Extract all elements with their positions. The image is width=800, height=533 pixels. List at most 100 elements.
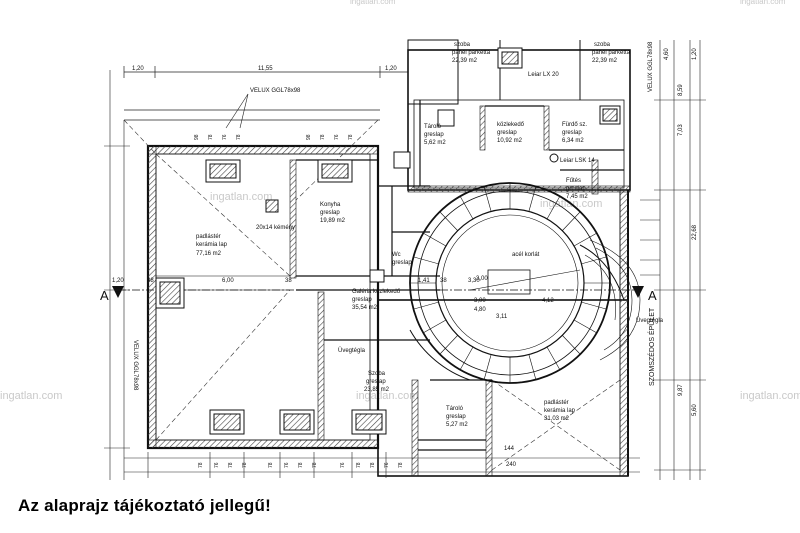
- watermark: ingatlan.com: [356, 390, 418, 402]
- dim-label: 3,30: [468, 278, 480, 284]
- watermark: ingatlan.com: [210, 191, 272, 203]
- glass-brick-label: Üvegtégla: [636, 317, 664, 324]
- glass-brick-label: Üvegtégla: [338, 347, 366, 354]
- dim-label: 6,00: [222, 278, 234, 284]
- room-floor: greslap: [424, 132, 444, 138]
- ladder-label: Leiar LX 20: [528, 72, 559, 78]
- skylight-label-right: VELUX GGL78x98: [648, 41, 654, 92]
- dim-label: 9,87: [678, 384, 684, 396]
- dim-label: 78: [236, 134, 242, 140]
- room-padlas-right: padlástér kerámia lap 31,03 m2: [544, 400, 576, 422]
- dim-label: 76: [340, 462, 346, 468]
- dim-label: 1,20: [132, 66, 144, 72]
- room-floor: greslap: [497, 130, 517, 136]
- room-name: Wc: [392, 252, 401, 258]
- dim-label: 3,11: [496, 314, 508, 320]
- room-floor: greslap: [392, 260, 412, 266]
- dimension-lines-bottom: [124, 452, 640, 478]
- room-konyha: Konyha greslap 19,89 m2: [320, 202, 346, 224]
- railing-label: acél korlát: [512, 252, 540, 258]
- room-name: padlástér: [196, 234, 221, 240]
- skylight-label-left: VELUX GGL78x98: [132, 340, 138, 391]
- neighbor-building-label: SZOMSZÉDOS ÉPÜLET: [647, 307, 656, 386]
- ladder-label: Leiar LSK 14: [560, 158, 595, 164]
- dimension-lines-top: [123, 66, 409, 121]
- dim-label: 76: [384, 462, 390, 468]
- dim-label: 78: [356, 462, 362, 468]
- room-name: Galéria közlekedő: [352, 289, 401, 295]
- watermark: ingatlan.com: [740, 390, 800, 402]
- dimension-lines-right: [640, 40, 706, 480]
- room-floor: kerámia lap: [544, 408, 576, 414]
- watermark: ingatlan.com: [0, 390, 62, 402]
- room-szoba-top-left: szoba panel parketta 22,39 m2: [452, 42, 491, 64]
- watermark: ingatlan.com: [740, 0, 786, 6]
- room-area: 5,27 m2: [446, 422, 468, 428]
- room-szoba-top-right: szoba panel parketta 22,39 m2: [592, 42, 631, 64]
- dim-label: 4,60: [664, 48, 670, 60]
- chimney-label: 20x14 kémény: [256, 225, 295, 231]
- section-arrow-right: [632, 286, 644, 298]
- dim-label: 78: [198, 462, 204, 468]
- room-floor: greslap: [366, 379, 386, 385]
- skylight-label: VELUX GGL78x98: [250, 88, 301, 94]
- dim-label: 38: [147, 278, 154, 284]
- dim-label: 38: [285, 278, 292, 284]
- section-marker-left: A: [100, 288, 109, 303]
- dim-label: 1,20: [385, 66, 397, 72]
- dim-label: 22,68: [692, 224, 698, 240]
- skylights: [155, 47, 621, 435]
- dim-label: 78: [298, 462, 304, 468]
- room-tarolo-low: Tároló greslap 5,27 m2: [446, 406, 468, 428]
- room-area: 31,03 m2: [544, 416, 570, 422]
- dim-label: 8,59: [678, 84, 684, 96]
- room-padlas-left: padlástér kerámia lap 77,16 m2: [196, 234, 228, 257]
- room-name: közlekedő: [497, 122, 525, 128]
- room-name: szoba: [454, 42, 471, 48]
- room-name: padlástér: [544, 400, 569, 406]
- room-tarolo-top: Tároló greslap 5,62 m2: [424, 124, 446, 146]
- dim-label: 3,00: [474, 298, 486, 304]
- dim-label: 1,20: [692, 48, 698, 60]
- dim-label: 144: [504, 446, 515, 452]
- room-floor: panel parketta: [592, 50, 631, 56]
- room-name: Fürdő sz.: [562, 122, 587, 128]
- right-stair: [589, 239, 641, 361]
- room-furdo: Fürdő sz. greslap 6,34 m2: [562, 122, 587, 144]
- dim-label: 78: [370, 462, 376, 468]
- room-area: 23,85 m2: [364, 387, 390, 393]
- dim-label: 7,03: [678, 124, 684, 136]
- dim-label: 98: [194, 134, 200, 140]
- room-area: 5,62 m2: [424, 140, 446, 146]
- room-name: Konyha: [320, 202, 341, 208]
- room-floor: greslap: [446, 414, 466, 420]
- floor-plan-drawing: ingatlan.com ingatlan.com ingatlan.com i…: [0, 0, 800, 480]
- dim-label: 78: [242, 462, 248, 468]
- room-name: Tároló: [446, 406, 464, 412]
- room-floor: greslap: [566, 186, 586, 192]
- room-area: 22,39 m2: [452, 58, 478, 64]
- room-name: szoba: [594, 42, 611, 48]
- bottom-dim-row: 78 76 78 78 78 76 78 78 76 78 78 76 78 1…: [198, 446, 517, 468]
- dim-label: 78: [268, 462, 274, 468]
- room-area: 7,45 m2: [566, 194, 588, 200]
- dim-label: 76: [214, 462, 220, 468]
- dim-label: 4,12: [542, 298, 554, 304]
- dim-label: 1,41: [418, 278, 430, 284]
- dim-label: 76: [284, 462, 290, 468]
- room-area: 10,92 m2: [497, 138, 523, 144]
- dim-label: 11,55: [258, 66, 273, 72]
- room-galeria: Galéria közlekedő greslap 35,54 m2: [352, 289, 401, 311]
- dim-label: 76: [222, 134, 228, 140]
- hatched-walls: [147, 105, 631, 477]
- room-area: 77,16 m2: [196, 251, 222, 257]
- watermark: ingatlan.com: [350, 0, 396, 6]
- section-marker-right: A: [648, 288, 657, 303]
- dim-label: 78: [228, 462, 234, 468]
- room-area: 19,89 m2: [320, 218, 346, 224]
- room-area: 35,54 m2: [352, 305, 378, 311]
- dim-label: 4,80: [474, 307, 486, 313]
- disclaimer-caption: Az alaprajz tájékoztató jellegű!: [18, 496, 271, 515]
- room-kozlekedo: közlekedő greslap 10,92 m2: [497, 122, 525, 144]
- dim-label: 3,00: [476, 276, 488, 282]
